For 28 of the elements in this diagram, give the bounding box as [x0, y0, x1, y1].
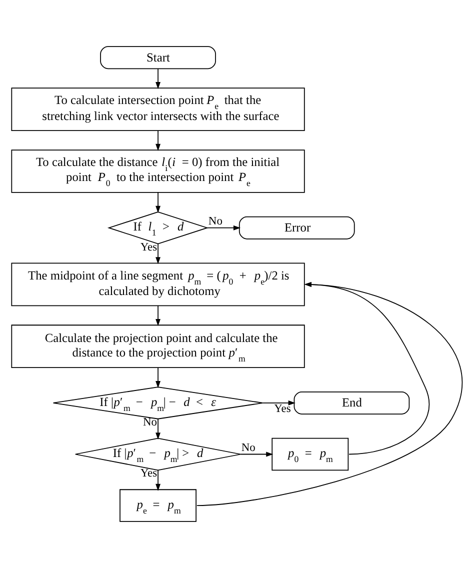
edge-label: Yes	[274, 402, 291, 415]
node-diamond: If |p′$_{m}$ − p$_{m}$| > d	[74, 437, 242, 470]
arrow	[156, 130, 161, 150]
arrow	[156, 366, 161, 388]
node-box: Calculate the projection point and calculate the distance to the projection point p′$_{m}$	[11, 324, 305, 368]
arrow	[196, 282, 463, 506]
node-box: Start	[100, 46, 216, 69]
node-box: Error	[238, 216, 355, 239]
node-box: To calculate the distance l$_{i}$(i = 0) from the initial point P$_{0}$ to the intersection point P$_{e}$	[11, 149, 305, 192]
node-diamond: If |p′$_{m}$ − p$_{m}$| − d < ε	[52, 386, 264, 419]
node-box: To calculate intersection point P$_{e}$ that the stretching link vector intersects with the surface	[11, 87, 305, 130]
node-box: p$_{e}$ = p$_{m}$	[120, 488, 196, 522]
edge-label: No	[241, 442, 256, 454]
arrow	[156, 192, 161, 212]
node-box: The midpoint of a line segment p$_{m}$ = (p$_{0}$ + p$_{e}$)/2 is calculated by dichotomy	[11, 262, 305, 306]
arrow	[206, 224, 241, 230]
arrow	[156, 469, 161, 490]
arrow	[156, 304, 161, 326]
edge-label: No	[208, 215, 222, 228]
node-diamond: If l$_{1}$ > d	[107, 210, 209, 244]
arrow	[304, 282, 430, 454]
arrow	[156, 243, 161, 264]
arrow	[156, 68, 161, 89]
arrow	[240, 451, 274, 456]
node-box: p$_{0}$ = p$_{m}$	[272, 437, 349, 470]
arrow	[262, 400, 296, 405]
arrow	[156, 418, 161, 440]
node-box: End	[294, 390, 410, 414]
